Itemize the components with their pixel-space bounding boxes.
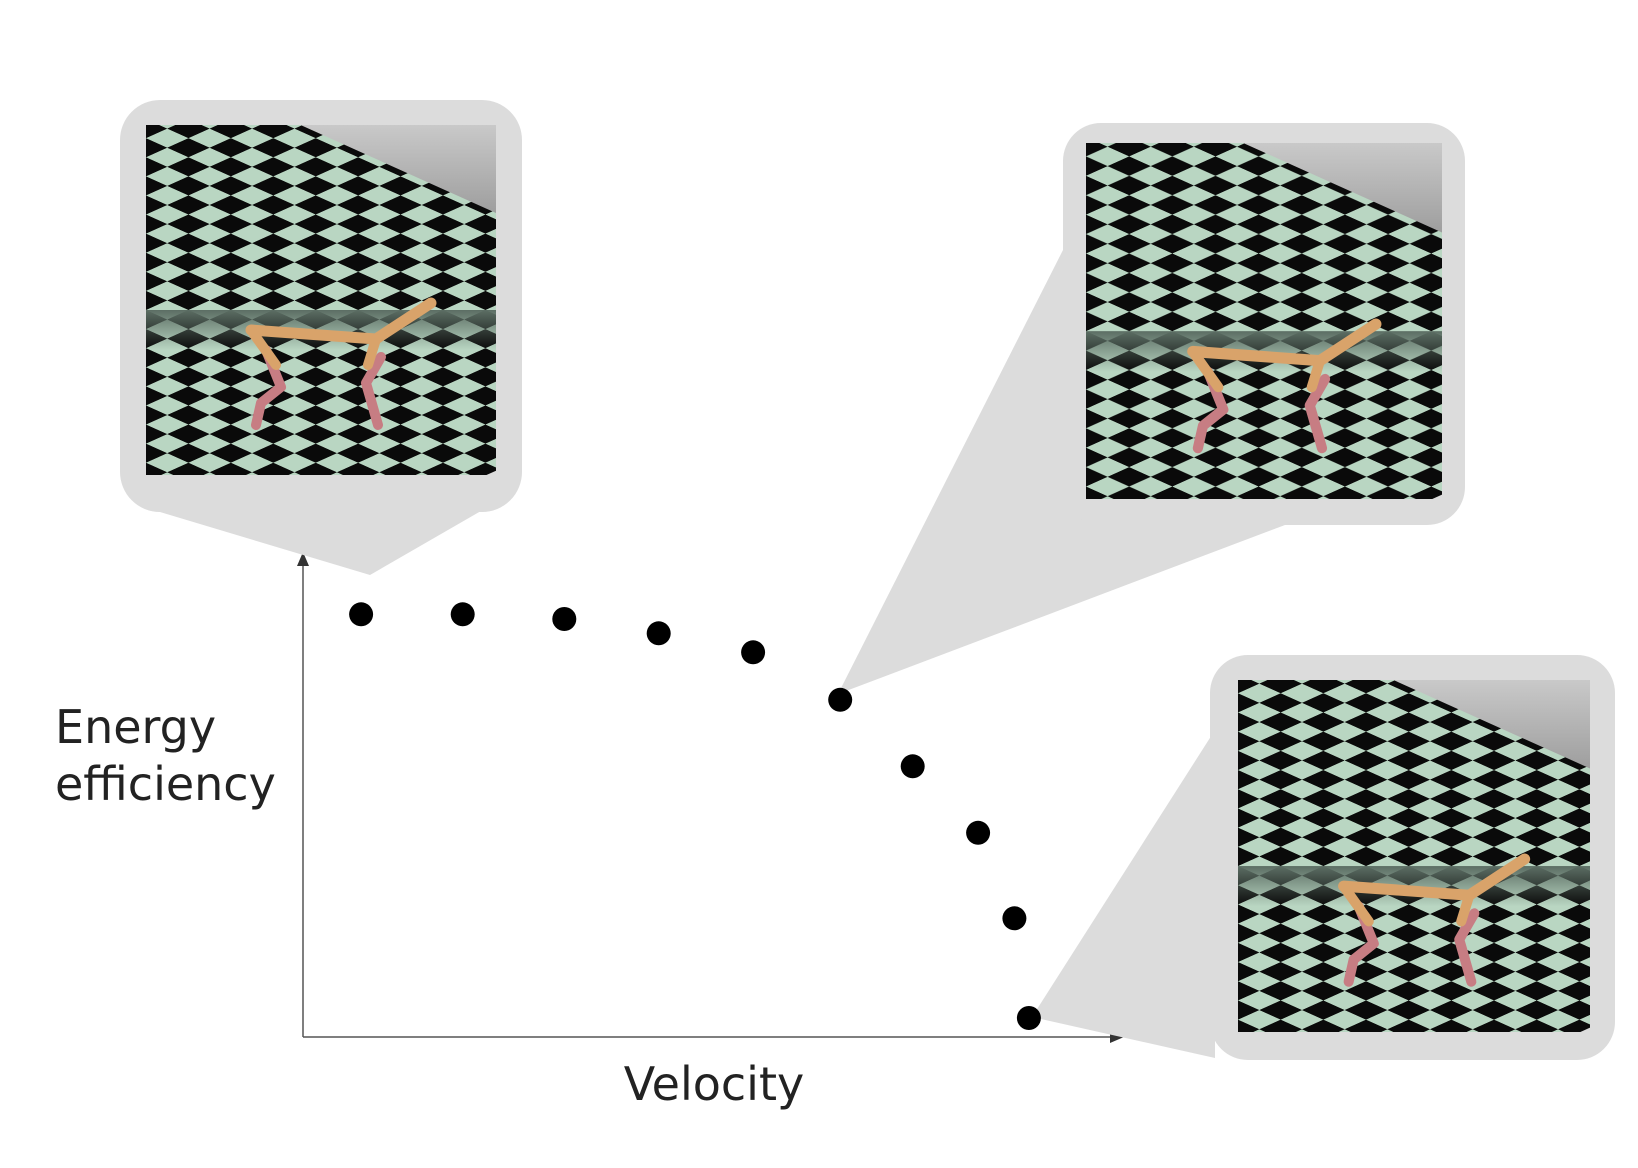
- data-point: [1016, 1006, 1041, 1030]
- pareto-points: [349, 602, 1041, 1030]
- data-point: [900, 754, 925, 779]
- callout-pointer: [1032, 730, 1215, 1058]
- data-point: [741, 640, 766, 665]
- data-point: [349, 602, 374, 627]
- y-axis-label-line-2: efficiency: [55, 757, 276, 811]
- callout-low-velocity: [120, 100, 522, 575]
- x-axis-label: Velocity: [624, 1057, 804, 1111]
- axes: [297, 552, 1124, 1043]
- y-axis-label-line-1: Energy: [55, 700, 216, 754]
- callout-pointer: [838, 250, 1285, 694]
- data-point: [646, 621, 671, 646]
- data-point: [450, 602, 475, 627]
- data-point: [552, 607, 577, 631]
- callout-balanced: [838, 123, 1465, 694]
- data-point: [966, 820, 991, 845]
- data-point: [1002, 906, 1027, 931]
- y-axis-arrowhead: [297, 552, 309, 566]
- data-point: [828, 687, 853, 712]
- callouts: [120, 100, 1615, 1060]
- callout-high-velocity: [1032, 655, 1615, 1060]
